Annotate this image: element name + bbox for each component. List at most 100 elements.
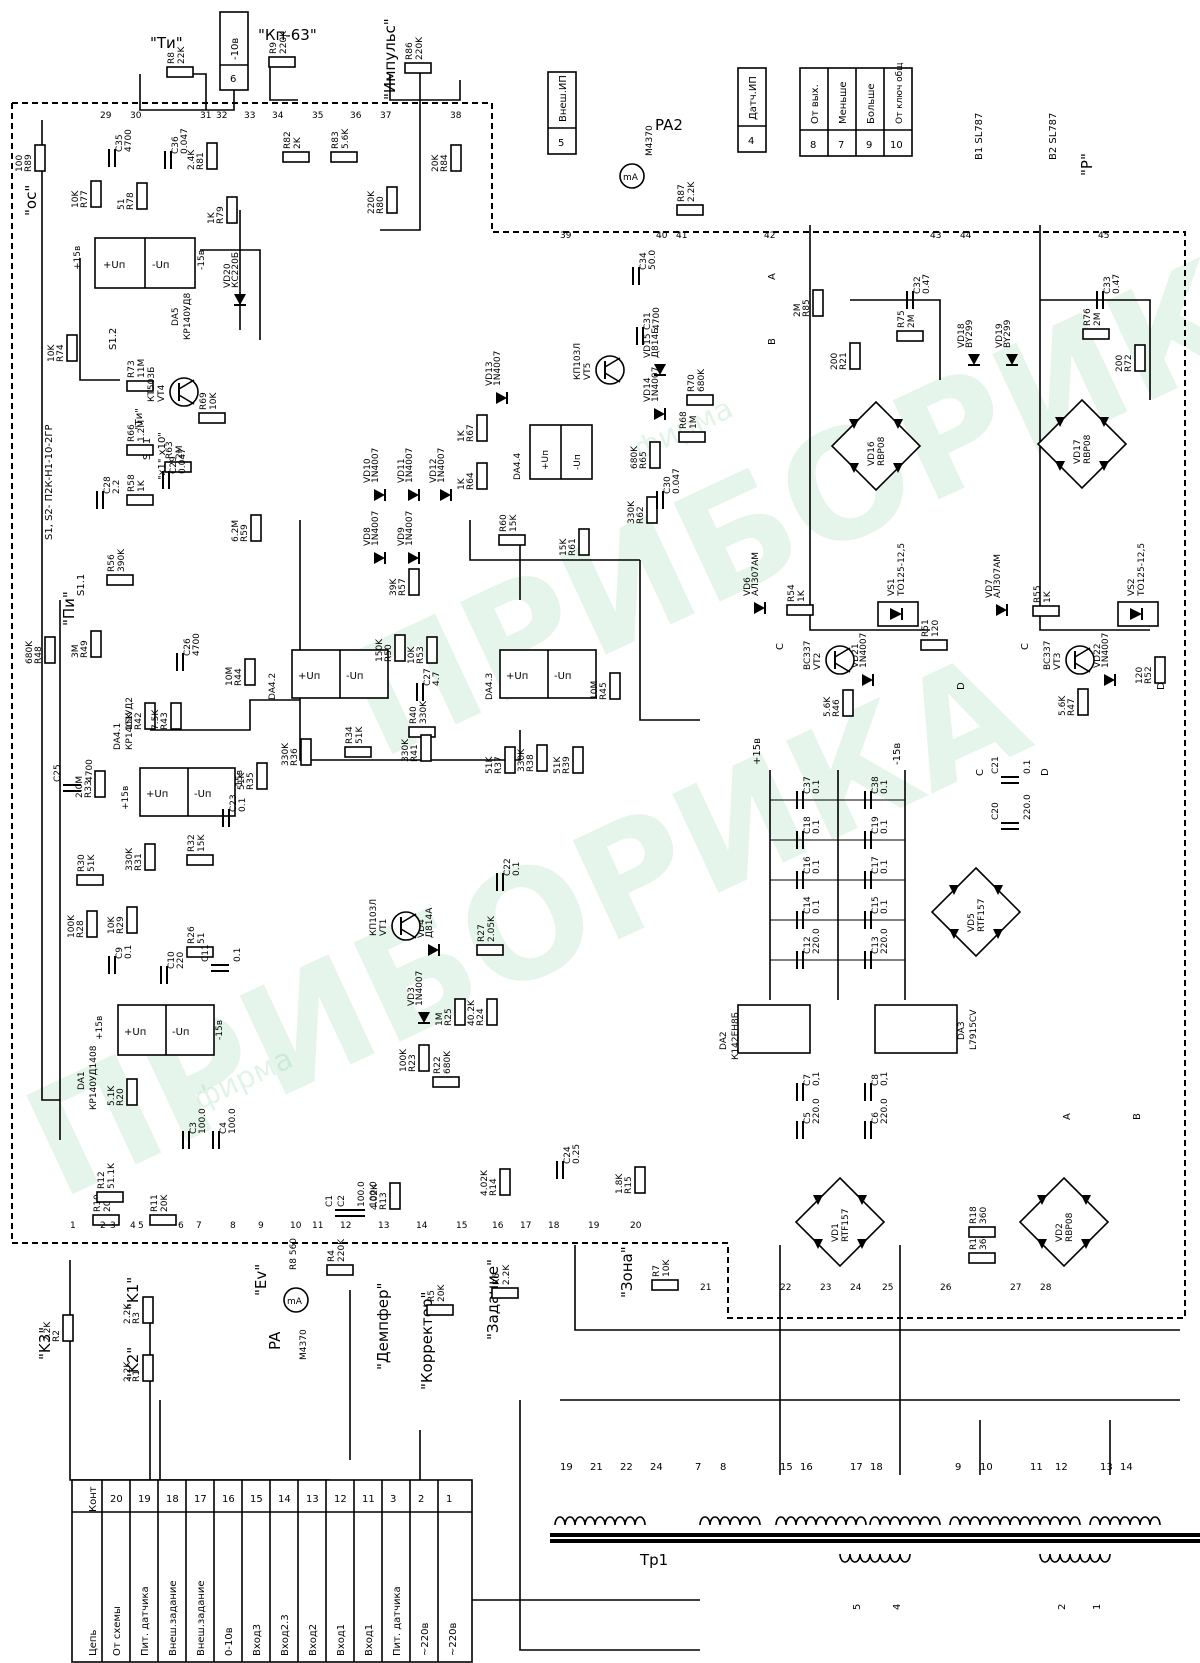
capacitor-ref: C11 xyxy=(201,944,211,962)
transistor-part: BC337 xyxy=(803,641,813,670)
capacitor-ref: C31 xyxy=(643,312,653,330)
net-number: 20 xyxy=(630,1221,642,1231)
connector-pin-label: Вход1 xyxy=(336,1624,347,1656)
bridge-ref: VD5 xyxy=(967,913,977,932)
resistor-value: 10K xyxy=(47,344,57,362)
svg-text:+Uп: +Uп xyxy=(146,789,168,800)
capacitor-ref: C9 xyxy=(115,947,125,959)
diode-part: 1N4007 xyxy=(1101,633,1111,668)
supply-labels: +15в -15в A B A B C D C C D D xyxy=(752,273,1167,1120)
net-number: 11 xyxy=(312,1221,323,1231)
bridge-part: RBP08 xyxy=(1083,434,1093,464)
diode-part: КС220Б xyxy=(231,252,241,288)
terminal-label-10v: -10в xyxy=(230,38,241,60)
connector-pin-label: Пит. датчика xyxy=(392,1586,403,1656)
svg-text:M4370: M4370 xyxy=(299,1329,309,1360)
net-number: 14 xyxy=(416,1221,428,1231)
connector-pin-num: 15 xyxy=(250,1494,263,1505)
resistor-value: 1M xyxy=(689,416,699,430)
resistor-ref: R28 xyxy=(76,920,86,938)
capacitor-value: 100.0 xyxy=(357,1181,367,1207)
transistor-part: КП103Л xyxy=(369,899,379,936)
connector-pin-label: ~220в xyxy=(420,1623,431,1656)
resistor-value: 51 xyxy=(117,199,127,210)
capacitor-ref: C32 xyxy=(913,276,923,294)
resistor-value: 5.6K xyxy=(1058,695,1068,716)
resistor-ref: R59 xyxy=(240,524,250,542)
svg-text:КР1401УД2: КР1401УД2 xyxy=(125,697,135,750)
svg-text:+Uп: +Uп xyxy=(103,260,125,271)
capacitor-ref: C7 xyxy=(803,1074,813,1086)
net-number: 8 xyxy=(230,1221,236,1231)
resistor-value: 11M xyxy=(137,359,147,378)
transistor-part: КП103Л xyxy=(573,343,583,380)
capacitor-value: 0.1 xyxy=(812,900,822,914)
capacitor-ref: C23 xyxy=(229,794,239,812)
resistor-ref: R89 xyxy=(24,154,34,172)
net-number: 41 xyxy=(676,231,687,241)
resistor-value: 100K xyxy=(399,1048,409,1072)
resistor-value: 20K xyxy=(431,154,441,172)
resistor-ref: R3 xyxy=(132,1312,142,1324)
net-number: 4 xyxy=(130,1221,136,1231)
resistor-ref: R49 xyxy=(80,640,90,658)
resistor-value: 330K xyxy=(401,738,411,762)
resistor-value: 2M xyxy=(907,315,917,329)
resistor-value: 20K xyxy=(437,1284,447,1302)
winding-terminal: 21 xyxy=(590,1462,603,1473)
resistor-ref: R50 xyxy=(384,644,394,662)
resistor-ref: R51 xyxy=(921,619,931,637)
secondary-coil xyxy=(869,1516,941,1526)
resistor-value: 2.2K xyxy=(123,1361,133,1382)
capacitor-value: 4700 xyxy=(652,307,662,330)
thyristor-ref: VS2 xyxy=(1127,578,1137,596)
resistor-value: 2.05K xyxy=(487,915,497,942)
resistor-ref: R47 xyxy=(1067,698,1077,716)
label-s1-1: S1.1 xyxy=(76,574,87,596)
diode-ref: VD10 xyxy=(363,458,373,483)
resistor-ref: R9 xyxy=(269,42,279,54)
resistor-value: 1K xyxy=(457,429,467,442)
net-number: 15 xyxy=(456,1221,467,1231)
resistor-r3: R32.2K xyxy=(123,1296,154,1324)
capacitor-ref: C17 xyxy=(871,856,881,874)
primary-terminal-5: 5 xyxy=(852,1604,863,1610)
capacitor-value: 0.1 xyxy=(124,945,134,959)
resistor-ref: R52 xyxy=(1144,666,1154,684)
resistor-value: 100 xyxy=(15,155,25,172)
net-number: 17 xyxy=(520,1221,531,1231)
resistor-ref: R58 xyxy=(127,474,137,492)
resistor-value: 10K xyxy=(71,190,81,208)
resistor-ref: R84 xyxy=(440,154,450,172)
capacitor-value: 4700 xyxy=(192,633,202,656)
label-s1-2: S1.2 xyxy=(108,328,119,350)
resistor-value: 2M xyxy=(793,304,803,318)
